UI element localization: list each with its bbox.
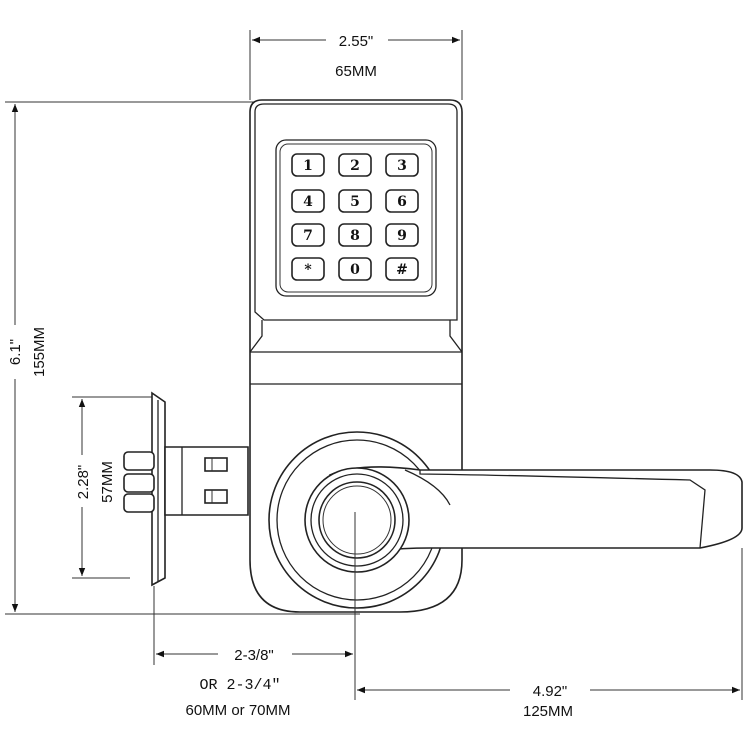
keypad-key-label: 3 [397, 158, 407, 174]
keypad-key: 3 [385, 153, 419, 177]
lever-metric-label: 125MM [523, 703, 573, 720]
keypad-key-label: 0 [350, 262, 360, 278]
keypad-key-label: 2 [350, 158, 360, 174]
keypad-key: 0 [338, 257, 372, 281]
keypad-key: 5 [338, 189, 372, 213]
width-dimension: 2.55" 65MM [249, 30, 463, 100]
height-dimension: 6.1" 155MM [4, 101, 360, 615]
keypad-key: # [385, 257, 419, 281]
keypad-key: 7 [291, 223, 325, 247]
keypad-key-label: 1 [303, 158, 313, 174]
backset-imperial-label: 2-3/8" [234, 647, 274, 664]
keypad-key: 6 [385, 189, 419, 213]
keypad-key-label: 6 [397, 194, 407, 210]
keypad-key: 1 [291, 153, 325, 177]
width-metric-label: 65MM [335, 63, 377, 80]
rose-height-dimension: 2.28" 57MM [72, 396, 155, 579]
backset-alt-label: OR 2-3/4" [199, 677, 280, 694]
keypad-key: 2 [338, 153, 372, 177]
lever-handle [268, 431, 743, 700]
lever-length-dimension: 4.92" 125MM [357, 548, 743, 720]
keypad-key-label: 8 [350, 228, 360, 244]
keypad-key-label: # [396, 262, 408, 278]
width-imperial-label: 2.55" [339, 33, 374, 50]
keypad-key: 4 [291, 189, 325, 213]
keypad-key-label: 4 [303, 194, 313, 210]
keypad-key-label: 9 [397, 228, 407, 244]
keypad-key-label: 5 [350, 194, 360, 210]
keypad: 1 2 3 4 5 6 7 8 9 * 0 # [291, 153, 419, 281]
height-imperial-label: 6.1" [7, 339, 24, 365]
latch-assembly [123, 391, 249, 587]
backset-metric-label: 60MM or 70MM [185, 702, 290, 719]
rose-imperial-label: 2.28" [75, 465, 92, 500]
keypad-key: 9 [385, 223, 419, 247]
keypad-key: 8 [338, 223, 372, 247]
rose-metric-label: 57MM [99, 461, 116, 503]
keypad-key-label: 7 [303, 228, 313, 244]
height-metric-label: 155MM [31, 327, 48, 377]
keypad-key-label: * [304, 262, 312, 278]
backset-dimension: 2-3/8" OR 2-3/4" 60MM or 70MM [153, 586, 353, 719]
keypad-key: * [291, 257, 325, 281]
lever-imperial-label: 4.92" [533, 683, 568, 700]
